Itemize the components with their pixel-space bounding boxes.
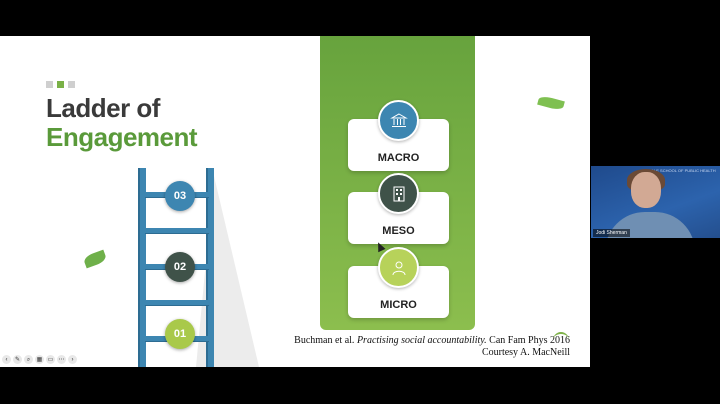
- ladder-rung: [145, 228, 209, 234]
- presentation-toolbar: ‹ ✎ ⌕ ▦ ▭ ⋯ ›: [2, 355, 77, 364]
- next-icon[interactable]: ›: [68, 355, 77, 364]
- ladder-rung: [145, 300, 209, 306]
- presentation-slide: Ladder of Engagement 03 02 01 MACRO MESO…: [0, 36, 590, 367]
- level-card-micro: MICRO: [348, 266, 449, 318]
- participant-video-tile[interactable]: YALE SCHOOL OF PUBLIC HEALTH Jodi Sherma…: [591, 166, 720, 238]
- video-background-text: YALE SCHOOL OF PUBLIC HEALTH: [649, 168, 716, 173]
- participant-name-tag: Jodi Sherman: [593, 229, 630, 237]
- level-label-macro: MACRO: [377, 152, 420, 164]
- ladder-step-badge-03: 03: [165, 181, 195, 211]
- pen-icon[interactable]: ✎: [13, 355, 22, 364]
- level-label-meso: MESO: [382, 225, 415, 237]
- more-icon[interactable]: ⋯: [57, 355, 66, 364]
- level-label-micro: MICRO: [380, 299, 417, 311]
- person-icon: [378, 247, 419, 288]
- office-building-icon: [378, 173, 419, 214]
- slide-title-line2: Engagement: [46, 122, 198, 152]
- building-columns-icon: [378, 100, 419, 141]
- leaf-decoration: [82, 249, 108, 269]
- camera-icon[interactable]: ▭: [46, 355, 55, 364]
- citation-authors: Buchman et al.: [294, 335, 355, 346]
- slide-citation: Buchman et al. Practising social account…: [294, 335, 570, 359]
- slides-icon[interactable]: ▦: [35, 355, 44, 364]
- participant-face: [631, 172, 661, 208]
- previous-icon[interactable]: ‹: [2, 355, 11, 364]
- citation-title: Practising social accountability.: [356, 335, 487, 346]
- slide-title-line1: Ladder of: [46, 93, 160, 123]
- ladder-step-badge-01: 01: [165, 319, 195, 349]
- ladder-left-rail: [138, 168, 146, 367]
- zoom-icon[interactable]: ⌕: [24, 355, 33, 364]
- citation-journal: Can Fam Phys 2016: [489, 335, 570, 346]
- corner-decoration: [553, 332, 569, 340]
- ladder-step-badge-02: 02: [165, 252, 195, 282]
- citation-courtesy: Courtesy A. MacNeill: [481, 347, 570, 358]
- leaf-decoration: [537, 94, 565, 112]
